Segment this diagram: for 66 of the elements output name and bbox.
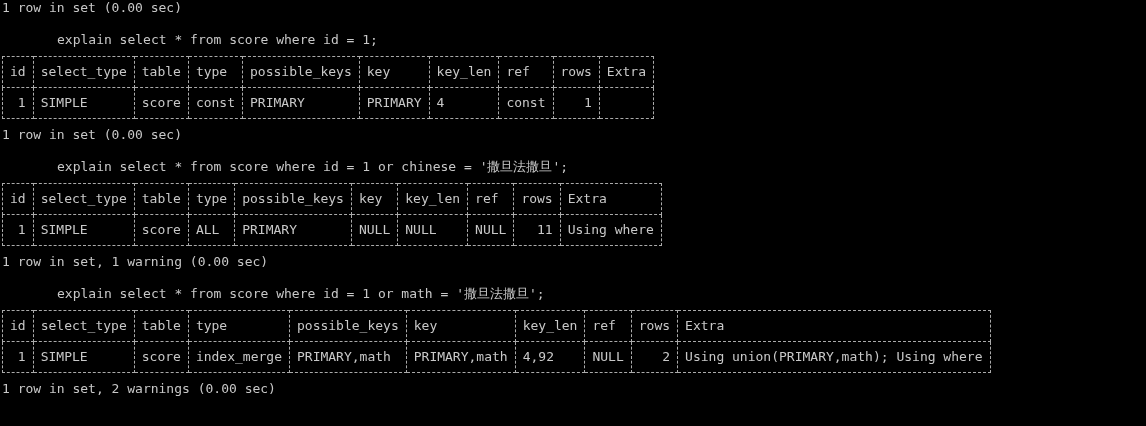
result-summary: 1 row in set (0.00 sec) <box>2 127 183 143</box>
header-cell: id <box>2 183 34 215</box>
table-cell: SIMPLE <box>33 341 135 373</box>
header-cell: rows <box>631 310 678 342</box>
result-summary: 1 row in set, 2 warnings (0.00 sec) <box>2 381 277 397</box>
table-cell: 4,92 <box>515 341 585 373</box>
header-cell: key <box>359 56 430 88</box>
table-cell: const <box>188 87 243 119</box>
header-cell: type <box>188 56 243 88</box>
header-cell: type <box>188 183 235 215</box>
table-cell: SIMPLE <box>33 87 135 119</box>
header-cell: select_type <box>33 310 135 342</box>
header-cell: rows <box>513 183 561 215</box>
result-summary: 1 row in set, 1 warning (0.00 sec) <box>2 254 270 270</box>
header-cell: key <box>406 310 516 342</box>
table-cell: ALL <box>188 214 235 246</box>
header-cell: ref <box>584 310 632 342</box>
table-cell: NULL <box>397 214 468 246</box>
header-cell: ref <box>467 183 514 215</box>
header-cell: table <box>134 183 189 215</box>
table-cell: score <box>134 341 189 373</box>
header-cell: Extra <box>560 183 662 215</box>
header-cell: table <box>134 310 189 342</box>
table-cell: score <box>134 214 189 246</box>
header-cell: possible_keys <box>234 183 352 215</box>
header-cell: id <box>2 56 34 88</box>
header-cell: select_type <box>33 56 135 88</box>
header-cell: key_len <box>397 183 468 215</box>
header-cell: table <box>134 56 189 88</box>
table-cell: Using union(PRIMARY,math); Using where <box>677 341 990 373</box>
header-cell: type <box>188 310 290 342</box>
header-cell: key_len <box>515 310 585 342</box>
table-cell: 1 <box>2 341 34 373</box>
table-cell: 11 <box>513 214 561 246</box>
table-cell: 4 <box>429 87 499 119</box>
table-cell: 1 <box>2 87 34 119</box>
table-cell: NULL <box>584 341 632 373</box>
sql-command: explain select * from score where id = 1 or chinese = '撒旦法撒旦'; <box>57 159 570 175</box>
table-cell: index_merge <box>188 341 290 373</box>
table-cell: NULL <box>467 214 514 246</box>
sql-command: explain select * from score where id = 1 or math = '撒旦法撒旦'; <box>57 286 546 302</box>
table-cell: score <box>134 87 189 119</box>
table-cell: PRIMARY <box>359 87 430 119</box>
header-cell: id <box>2 310 34 342</box>
table-cell: PRIMARY,math <box>406 341 516 373</box>
table-cell: 1 <box>553 87 600 119</box>
header-cell: select_type <box>33 183 135 215</box>
sql-command: explain select * from score where id = 1; <box>57 32 379 48</box>
header-cell: possible_keys <box>289 310 407 342</box>
table-cell: NULL <box>351 214 398 246</box>
table-cell: PRIMARY,math <box>289 341 407 373</box>
header-cell: key_len <box>429 56 499 88</box>
header-cell: Extra <box>599 56 654 88</box>
table-cell: 1 <box>2 214 34 246</box>
header-cell: ref <box>498 56 553 88</box>
header-cell: possible_keys <box>242 56 360 88</box>
header-cell: key <box>351 183 398 215</box>
table-cell: const <box>498 87 553 119</box>
table-cell: 2 <box>631 341 678 373</box>
table-cell: Using where <box>560 214 662 246</box>
result-summary: 1 row in set (0.00 sec) <box>2 0 183 16</box>
table-cell: SIMPLE <box>33 214 135 246</box>
header-cell: Extra <box>677 310 990 342</box>
table-cell: PRIMARY <box>242 87 360 119</box>
header-cell: rows <box>553 56 600 88</box>
table-cell: PRIMARY <box>234 214 352 246</box>
